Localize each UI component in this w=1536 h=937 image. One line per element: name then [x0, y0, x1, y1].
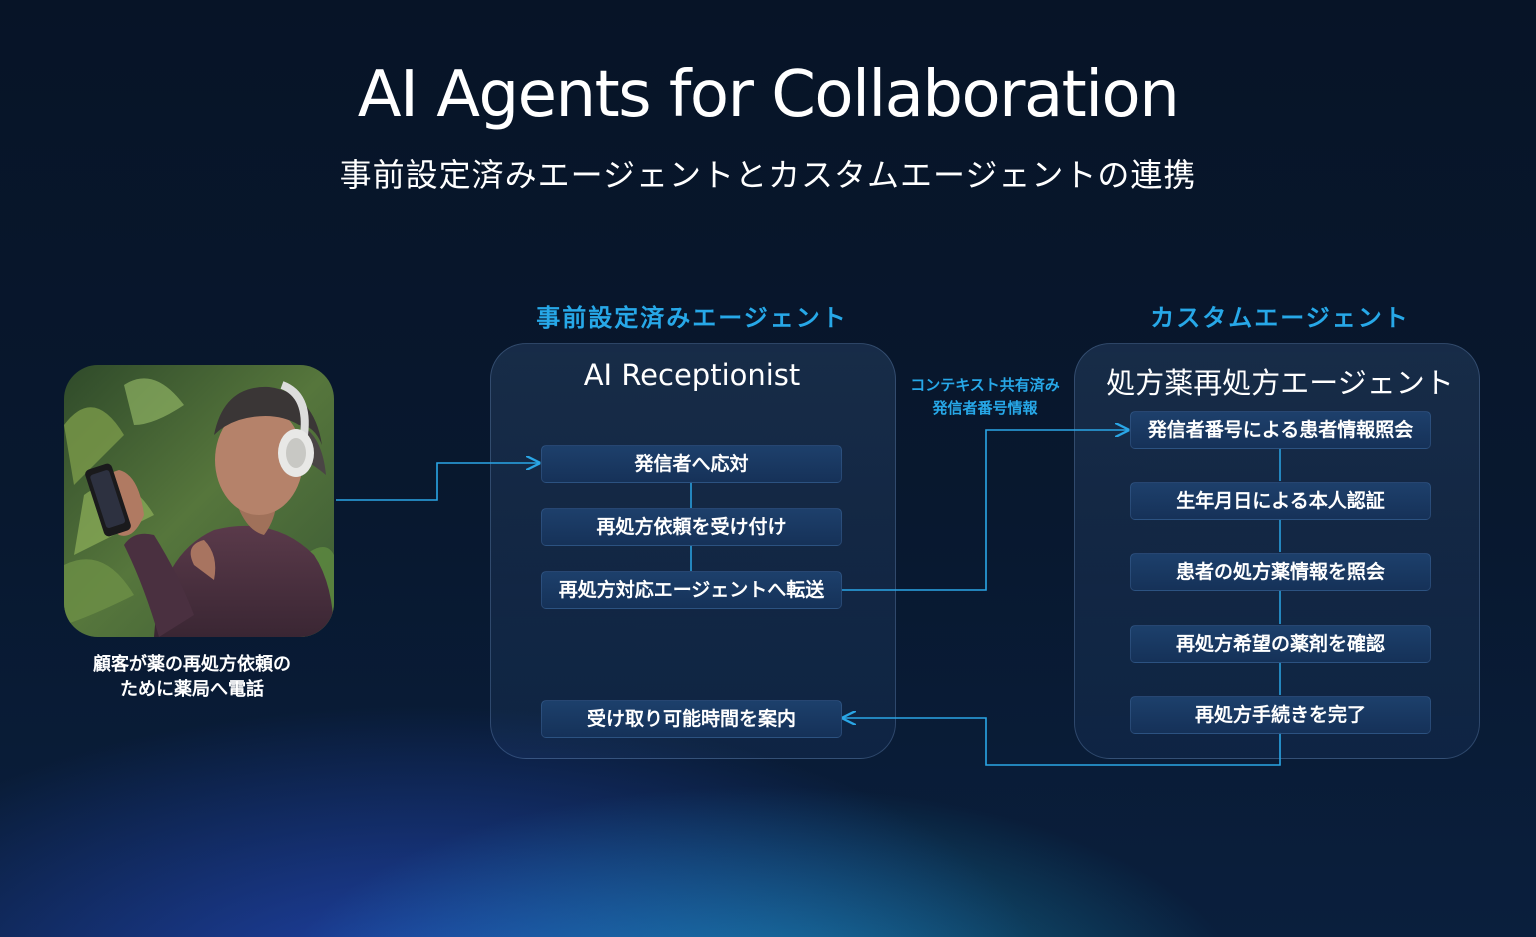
- step-verify-birthdate: 生年月日による本人認証: [1130, 482, 1431, 520]
- page-subtitle: 事前設定済みエージェントとカスタムエージェントの連携: [339, 156, 1197, 194]
- page-title: AI Agents for Collaboration: [357, 58, 1180, 132]
- step-lookup-patient-by-number: 発信者番号による患者情報照会: [1130, 411, 1431, 449]
- step-confirm-medication: 再処方希望の薬剤を確認: [1130, 625, 1431, 663]
- step-transfer-to-refill-agent: 再処方対応エージェントへ転送: [541, 571, 842, 609]
- custom-section-label: カスタムエージェント: [1150, 304, 1410, 332]
- caption-line-1: 顧客が薬の再処方依頼の: [93, 654, 291, 675]
- context-line-1: コンテキスト共有済み: [910, 376, 1060, 394]
- custom-agent-title: 処方薬再処方エージェント: [1106, 366, 1454, 400]
- step-greet-caller: 発信者へ応対: [541, 445, 842, 483]
- arrow-transfer-to-custom: [842, 430, 1128, 591]
- step-complete-refill: 再処方手続きを完了: [1130, 696, 1431, 734]
- context-label: コンテキスト共有済み 発信者番号情報: [892, 374, 1078, 420]
- customer-photo: [64, 365, 334, 637]
- ai-receptionist-panel: [490, 343, 896, 759]
- ai-receptionist-title: AI Receptionist: [583, 358, 801, 392]
- caption-line-2: ために薬局へ電話: [120, 679, 264, 700]
- step-accept-refill-request: 再処方依頼を受け付け: [541, 508, 842, 546]
- preconfigured-section-label: 事前設定済みエージェント: [536, 304, 848, 332]
- customer-caption: 顧客が薬の再処方依頼の ために薬局へ電話: [64, 652, 320, 702]
- context-line-2: 発信者番号情報: [932, 399, 1038, 417]
- step-announce-pickup-time: 受け取り可能時間を案内: [541, 700, 842, 738]
- step-lookup-prescriptions: 患者の処方薬情報を照会: [1130, 553, 1431, 591]
- arrow-return-to-receptionist: [843, 718, 1281, 766]
- arrow-call-to-receptionist: [336, 463, 539, 501]
- person-with-headphones-icon: [64, 365, 334, 637]
